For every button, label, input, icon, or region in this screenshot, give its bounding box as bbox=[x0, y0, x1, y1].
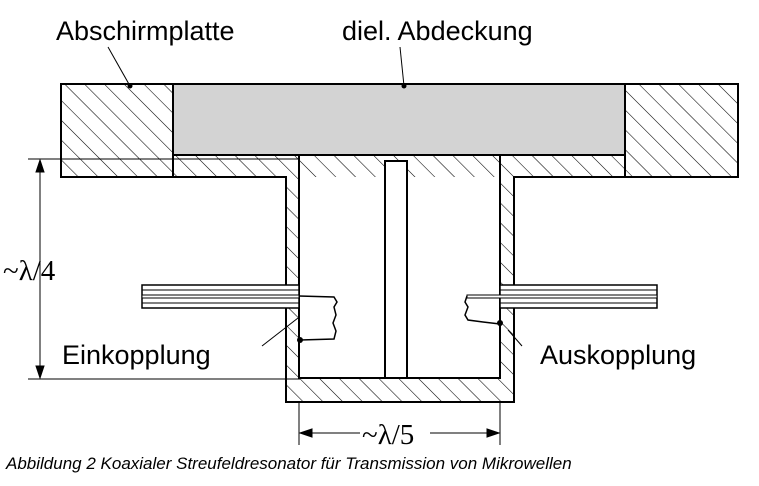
height-dimension-label: ~λ/4 bbox=[3, 255, 56, 287]
output-coupling-line bbox=[464, 284, 658, 326]
width-dimension-label: ~λ/5 bbox=[362, 419, 414, 451]
dielectric-cover-label: diel. Abdeckung bbox=[342, 16, 533, 46]
shield-plate-label: Abschirmplatte bbox=[56, 16, 235, 46]
dielectric-cover bbox=[172, 83, 626, 156]
figure-caption: Abbildung 2 Koaxialer Streufeldresonator… bbox=[5, 454, 572, 473]
input-coupling-line bbox=[141, 284, 338, 343]
output-coupling-label: Auskopplung bbox=[540, 340, 696, 370]
height-dimension-line bbox=[28, 158, 300, 380]
leader-lines bbox=[107, 46, 523, 347]
width-dimension-line bbox=[298, 403, 501, 445]
inner-conductor bbox=[384, 160, 408, 379]
input-coupling-label: Einkopplung bbox=[62, 340, 211, 370]
